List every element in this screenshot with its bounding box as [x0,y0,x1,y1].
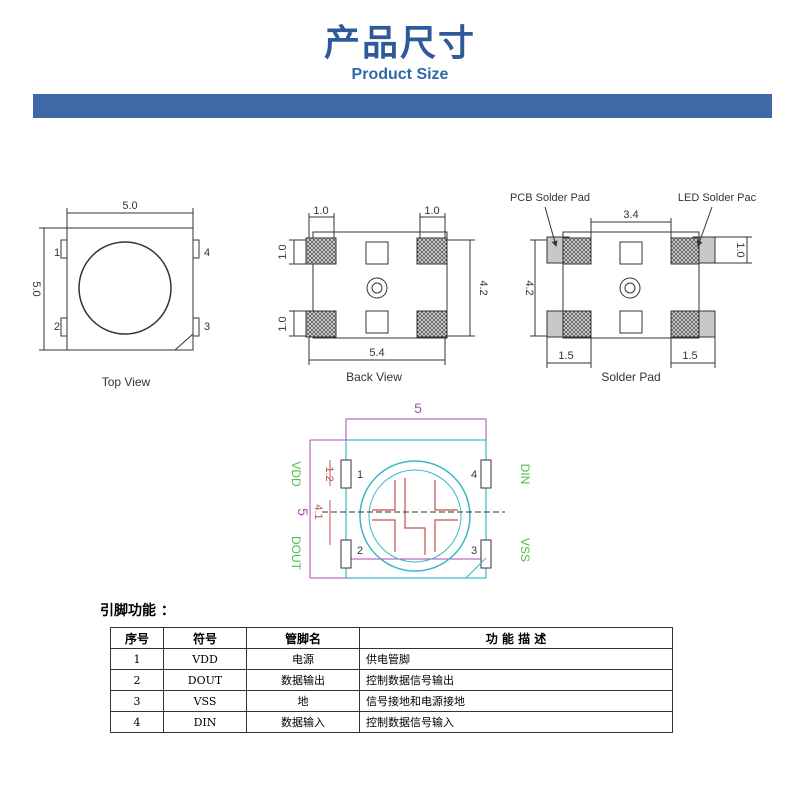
pinout-body [345,439,487,579]
table-header-index: 序号 [110,627,164,649]
pin-function-table: 序号 符号 管脚名 功 能 描 述 1 VDD 电源 供电管脚 2 DOUT 数… [110,627,673,733]
solder-pad-square-top [619,241,643,265]
table-cell: 2 [110,669,164,691]
top-view-pin-1 [60,239,68,259]
table-cell: DOUT [163,669,247,691]
back-view-pad-height-top: 1.0 [277,244,289,259]
pinout-pin-label-3: 3 [471,545,477,557]
pinout-vss-label: VSS [518,538,532,562]
back-view-pad-4 [416,237,448,265]
back-view-body [312,231,448,339]
table-row: 3 VSS 地 信号接地和电源接地 [110,690,673,712]
top-view-pin-2 [60,317,68,337]
solder-pad-span: 3.4 [623,209,638,221]
solder-pad-label: Solder Pad [601,370,660,384]
table-cell: 供电管脚 [359,648,673,670]
pinout-width: 5 [414,400,422,416]
top-view-pin-4 [192,239,200,259]
back-view-pad-1 [305,237,337,265]
table-row: 2 DOUT 数据输出 控制数据信号输出 [110,669,673,691]
top-view-corner-chamfer [174,333,194,351]
top-view [39,208,200,351]
pcb-solder-pad-label: PCB Solder Pad [510,192,590,204]
back-view-square-top [365,241,389,265]
led-pad-bottom-left [562,310,592,338]
dimension-drawings: 5.0 5.0 1 2 3 4 Top View 1.0 1.0 1.0 [30,192,757,579]
top-view-pin-label-4: 4 [204,247,210,259]
table-cell: 信号接地和电源接地 [359,690,673,712]
solder-pad-body [562,231,700,339]
pinout-lens [359,460,471,572]
back-view-height: 4.2 [477,280,489,295]
table-cell: 控制数据信号输入 [359,711,673,733]
led-pad-top-right [670,237,700,265]
pinout-pin-label-1: 1 [357,469,363,481]
page-subtitle: Product Size [351,66,449,83]
pinout-height: 5 [295,508,311,516]
pinout-pin-1 [340,459,352,489]
pinout-vdd-label: VDD [289,461,303,487]
table-row: 4 DIN 数据输入 控制数据信号输入 [110,711,673,733]
back-view-pad-2 [305,310,337,338]
table-header-symbol: 符号 [163,627,247,649]
top-view-pin-3 [192,317,200,337]
pinout-pitch: 4.1 [312,504,324,519]
pin-function-title: 引脚功能 ： [100,603,175,619]
top-view-body [66,227,194,351]
top-view-label: Top View [102,375,151,389]
table-cell: VDD [163,648,247,670]
table-cell: 数据输入 [246,711,360,733]
table-cell: 3 [110,690,164,712]
pinout-pin-2 [340,539,352,569]
back-view-width: 5.4 [369,347,384,359]
back-view-pad-width-right: 1.0 [424,205,439,217]
table-header-row: 序号 符号 管脚名 功 能 描 述 [110,627,673,649]
pinout-pin-3 [480,539,492,569]
table-header-pin-name: 管脚名 [246,627,360,649]
back-view-square-bottom [365,310,389,334]
solder-pad-width-right: 1.5 [682,350,697,362]
back-view [289,213,475,365]
solder-pad-height: 4.2 [523,280,535,295]
back-view-pad-width-left: 1.0 [313,205,328,217]
solder-pad-square-bottom [619,310,643,334]
back-view-center-mark-inner [371,282,383,294]
pinout-pin-height: 1.2 [323,466,335,481]
top-view-lens [78,241,172,335]
solder-pad-width-left: 1.5 [558,350,573,362]
back-view-label: Back View [346,370,402,384]
pinout-pin-label-4: 4 [471,469,477,481]
pinout-view [309,418,505,579]
table-cell: DIN [163,711,247,733]
page-title: 产品尺寸 [323,23,476,64]
back-view-center-mark-outer [366,277,388,299]
top-view-pin-label-3: 3 [204,321,210,333]
solder-pad-view [530,206,752,368]
pinout-pin-label-2: 2 [357,545,363,557]
table-header-description: 功 能 描 述 [359,627,673,649]
pinout-dout-label: DOUT [289,536,303,571]
led-solder-pad-label: LED Solder Pac [678,192,757,204]
pinout-din-label: DIN [518,464,532,485]
top-view-width: 5.0 [122,200,137,212]
led-pad-top-left [562,237,592,265]
pinout-pin-4 [480,459,492,489]
solder-pad-pad-height: 1.0 [734,242,746,257]
top-view-height: 5.0 [30,281,42,296]
table-row: 1 VDD 电源 供电管脚 [110,648,673,670]
top-view-pin-label-1: 1 [54,247,60,259]
table-cell: 控制数据信号输出 [359,669,673,691]
table-cell: 1 [110,648,164,670]
table-cell: 4 [110,711,164,733]
top-view-pin-label-2: 2 [54,321,60,333]
back-view-pad-3 [416,310,448,338]
header-bar [33,94,772,118]
back-view-pad-height-bottom: 1.0 [277,316,289,331]
table-cell: VSS [163,690,247,712]
table-cell: 数据输出 [246,669,360,691]
table-cell: 地 [246,690,360,712]
table-cell: 电源 [246,648,360,670]
led-pad-bottom-right [670,310,700,338]
